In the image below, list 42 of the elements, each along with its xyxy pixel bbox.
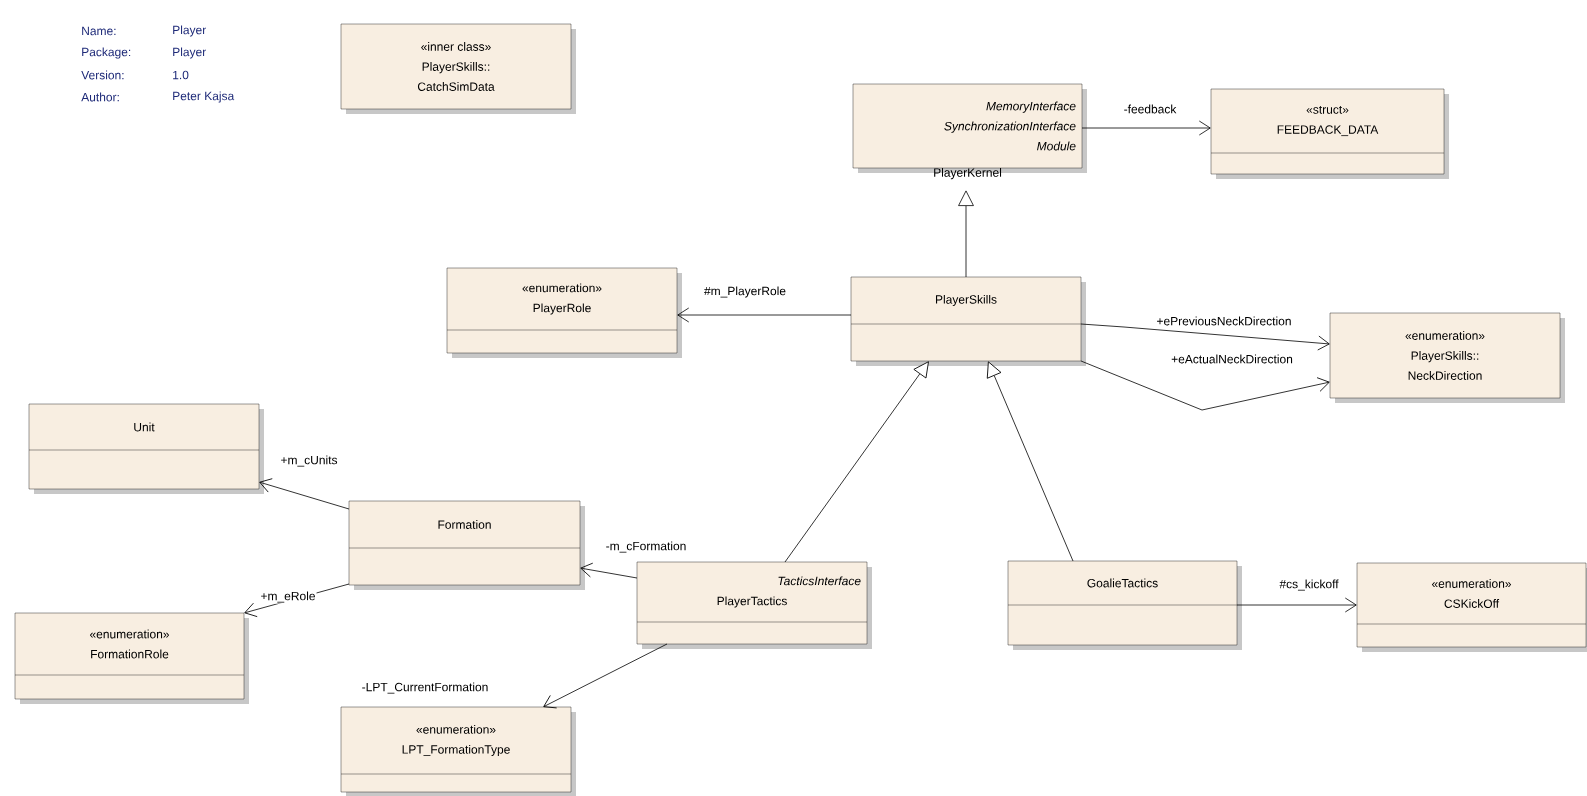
class-box: MemoryInterface SynchronizationInterface Module PlayerKernel [852, 83, 1087, 180]
class-box: «enumeration» CSKickOff [1356, 562, 1587, 652]
association-arrow [677, 307, 852, 323]
edge-label: -feedback [1122, 103, 1178, 115]
class-box: «enumeration» PlayerRole [446, 267, 682, 358]
class-box: Formation [348, 500, 585, 590]
info-text: Peter Kajsa [173, 91, 235, 103]
association-arrow [1080, 360, 1330, 411]
class-box: «enumeration» PlayerSkills:: NeckDirection [1329, 312, 1565, 403]
edge-label: +m_eRole [259, 590, 317, 604]
association-arrow [784, 361, 929, 563]
class-box: «enumeration» FormationRole [14, 612, 249, 704]
association-arrow [958, 190, 974, 278]
info-text: Author: [81, 92, 119, 102]
edge-label: -LPT_CurrentFormation [360, 681, 490, 695]
node-label: PlayerKernel [934, 168, 1002, 180]
edge-label: +ePreviousNeckDirection [1155, 315, 1293, 327]
info-text: Version: [81, 70, 124, 80]
edge-label: -m_cFormation [604, 540, 688, 554]
class-box: TacticsInterface PlayerTactics [636, 561, 872, 649]
association-arrow [543, 643, 668, 709]
class-box: «enumeration» LPT_FormationType [340, 706, 576, 796]
info-text: Player [173, 25, 206, 37]
class-box: Unit [28, 403, 264, 494]
association-arrow [1081, 120, 1211, 136]
class-box: «inner class» PlayerSkills:: CatchSimData [340, 23, 576, 114]
edge-label: #cs_kickoff [1278, 578, 1340, 592]
edge-label: #m_PlayerRole [703, 285, 788, 299]
association-arrow [1080, 323, 1330, 351]
info-text: 1.0 [173, 70, 189, 80]
class-box: PlayerSkills [850, 276, 1086, 366]
association-arrow [259, 478, 350, 510]
edge-label: +m_cUnits [279, 454, 339, 468]
info-text: Package: [82, 47, 131, 59]
association-arrow [580, 562, 638, 579]
info-text: Name: [82, 26, 116, 36]
class-box: «struct» FEEDBACK_DATA [1210, 88, 1449, 179]
edge-label: +eActualNeckDirection [1170, 353, 1294, 365]
association-arrow [1236, 597, 1357, 613]
association-arrow [986, 361, 1074, 562]
info-text: Player [173, 47, 206, 59]
class-box: GoalieTactics [1007, 560, 1242, 650]
